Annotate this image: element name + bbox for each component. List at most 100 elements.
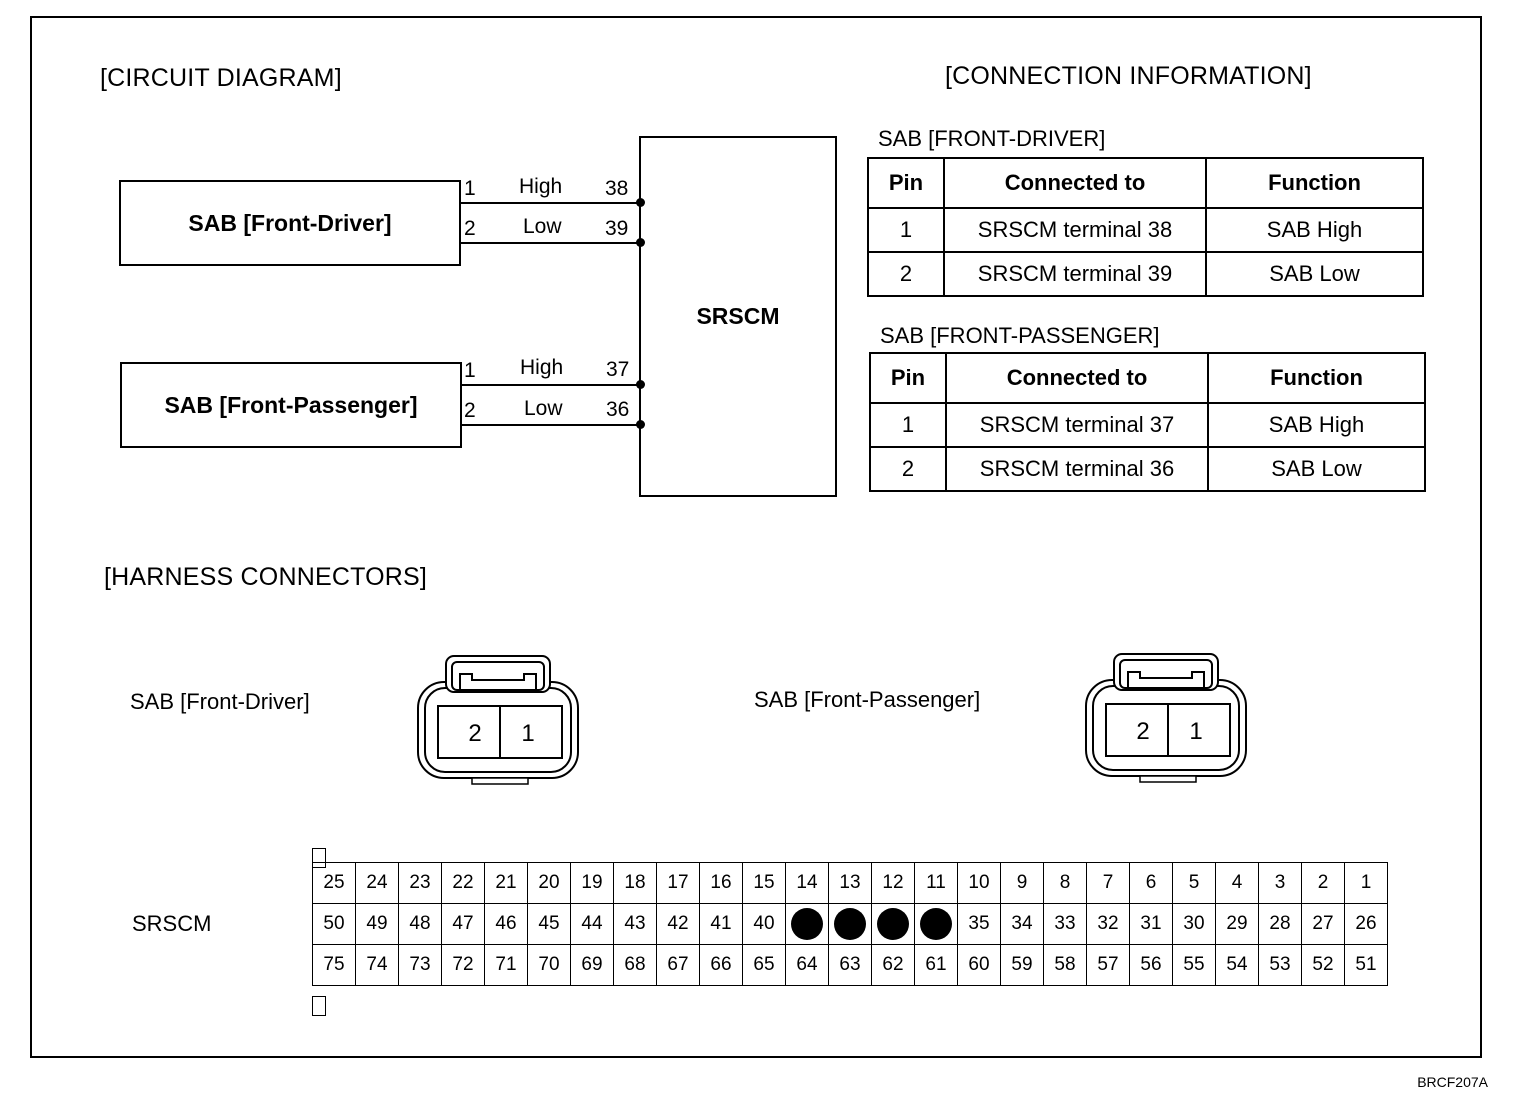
diagram-frame <box>30 16 1482 1058</box>
sab-front-driver-box: SAB [Front-Driver] <box>119 180 461 266</box>
pin-cell: 14 <box>785 862 829 904</box>
pin-cell: 58 <box>1043 944 1087 986</box>
pin-cell: 20 <box>527 862 571 904</box>
pin-cell: 43 <box>613 903 657 945</box>
srscm-connector-lock-tab <box>312 996 326 1016</box>
pin-cell: 51 <box>1344 944 1388 986</box>
sab-front-passenger-box: SAB [Front-Passenger] <box>120 362 462 448</box>
pin-cell: 33 <box>1043 903 1087 945</box>
unused-pin-cell <box>785 903 829 945</box>
pin-cell: 22 <box>441 862 485 904</box>
pin-cell: 16 <box>699 862 743 904</box>
pin-cell: 60 <box>957 944 1001 986</box>
pin-cell: 2 <box>867 251 945 297</box>
pin-cell: 6 <box>1129 862 1173 904</box>
pin-cell: 7 <box>1086 862 1130 904</box>
driver-low-label: Low <box>523 215 562 238</box>
pin-cell: 49 <box>355 903 399 945</box>
pin-cell: 1 <box>867 207 945 253</box>
function-cell: SAB Low <box>1205 251 1424 297</box>
connected-to-header: Connected to <box>945 352 1209 404</box>
passenger-terminal-37-label: 37 <box>606 358 630 381</box>
unused-pin-icon <box>877 908 909 940</box>
pin-cell: 48 <box>398 903 442 945</box>
harness-passenger-label: SAB [Front-Passenger] <box>754 687 981 712</box>
table-row: 1 SRSCM terminal 37 SAB High <box>869 402 1426 448</box>
table-row: 2 SRSCM terminal 39 SAB Low <box>867 251 1424 297</box>
pin-cell: 40 <box>742 903 786 945</box>
pin-cell: 4 <box>1215 862 1259 904</box>
pin-cell: 17 <box>656 862 700 904</box>
pin-cell: 35 <box>957 903 1001 945</box>
table-row: 1 SRSCM terminal 38 SAB High <box>867 207 1424 253</box>
pin-cell: 44 <box>570 903 614 945</box>
pin-cell: 54 <box>1215 944 1259 986</box>
driver-low-wire <box>461 242 641 244</box>
pin-cell: 26 <box>1344 903 1388 945</box>
pin-cell: 68 <box>613 944 657 986</box>
pin-cell: 61 <box>914 944 958 986</box>
pin-cell: 65 <box>742 944 786 986</box>
unused-pin-icon <box>920 908 952 940</box>
pin-cell: 10 <box>957 862 1001 904</box>
pin-cell: 41 <box>699 903 743 945</box>
pin-cell: 75 <box>312 944 356 986</box>
passenger-connector-icon: 2 1 <box>1085 653 1247 783</box>
pin-cell: 27 <box>1301 903 1345 945</box>
pin-cell: 53 <box>1258 944 1302 986</box>
driver-terminal-38-label: 38 <box>605 177 629 200</box>
driver-connection-table: Pin Connected to Function 1 SRSCM termin… <box>867 157 1424 297</box>
pin-cell: 63 <box>828 944 872 986</box>
passenger-high-wire <box>462 384 641 386</box>
pin-cell: 72 <box>441 944 485 986</box>
pin-cell: 67 <box>656 944 700 986</box>
pin-cell: 1 <box>1344 862 1388 904</box>
passenger-high-label: High <box>520 356 564 379</box>
pin-cell: 70 <box>527 944 571 986</box>
passenger-pin-2-label: 2 <box>464 399 476 422</box>
pin-cell: 57 <box>1086 944 1130 986</box>
terminal-dot <box>636 198 645 207</box>
connection-info-heading: [CONNECTION INFORMATION] <box>945 62 1312 90</box>
connected-to-cell: SRSCM terminal 37 <box>945 402 1209 448</box>
pin-cell: 2 <box>869 446 947 492</box>
pin-cell: 3 <box>1258 862 1302 904</box>
pin-cell: 50 <box>312 903 356 945</box>
driver-connector-icon: 2 1 <box>417 655 579 785</box>
connector-pin-2: 2 <box>1136 718 1149 745</box>
pin-cell: 52 <box>1301 944 1345 986</box>
terminal-dot <box>636 420 645 429</box>
pin-cell: 59 <box>1000 944 1044 986</box>
pin-cell: 19 <box>570 862 614 904</box>
function-header: Function <box>1205 157 1424 209</box>
pin-cell: 11 <box>914 862 958 904</box>
pin-cell: 2 <box>1301 862 1345 904</box>
function-header: Function <box>1207 352 1426 404</box>
table-row: 2 SRSCM terminal 36 SAB Low <box>869 446 1426 492</box>
unused-pin-cell <box>871 903 915 945</box>
pin-cell: 12 <box>871 862 915 904</box>
pin-cell: 66 <box>699 944 743 986</box>
function-cell: SAB High <box>1205 207 1424 253</box>
pin-cell: 5 <box>1172 862 1216 904</box>
pin-cell: 62 <box>871 944 915 986</box>
terminal-dot <box>636 238 645 247</box>
pin-header: Pin <box>869 352 947 404</box>
pin-cell: 1 <box>869 402 947 448</box>
driver-pin-1-label: 1 <box>464 177 476 200</box>
harness-driver-label: SAB [Front-Driver] <box>130 689 310 714</box>
passenger-connection-table: Pin Connected to Function 1 SRSCM termin… <box>869 352 1426 492</box>
pin-header: Pin <box>867 157 945 209</box>
pin-cell: 55 <box>1172 944 1216 986</box>
connected-to-header: Connected to <box>943 157 1207 209</box>
unused-pin-icon <box>834 908 866 940</box>
passenger-low-label: Low <box>524 397 563 420</box>
passenger-table-title: SAB [FRONT-PASSENGER] <box>880 323 1160 348</box>
pin-cell: 64 <box>785 944 829 986</box>
function-cell: SAB Low <box>1207 446 1426 492</box>
pin-cell: 31 <box>1129 903 1173 945</box>
pin-cell: 45 <box>527 903 571 945</box>
